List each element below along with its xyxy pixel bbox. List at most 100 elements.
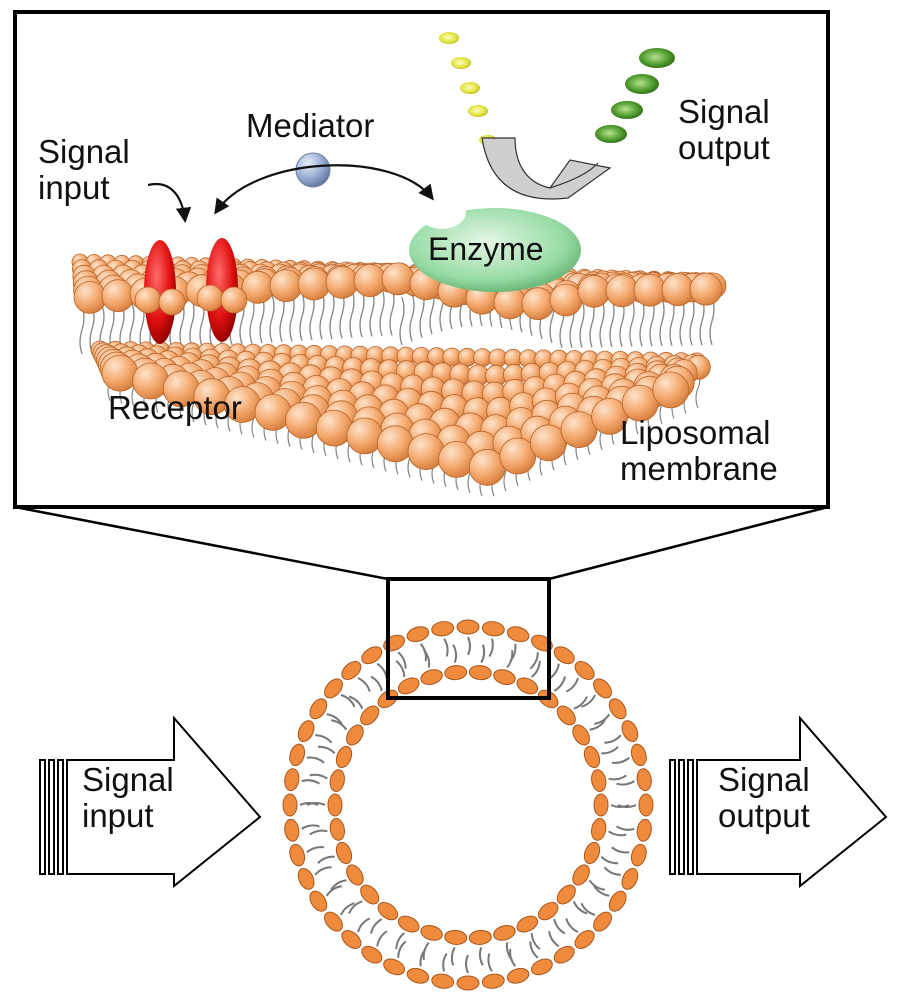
- ring-lipid-head: [406, 626, 430, 643]
- output-block-arrow-icon: [669, 715, 888, 889]
- ring-lipid-tail: [299, 802, 319, 806]
- product-molecules: [595, 48, 675, 143]
- ring-lipid-tail: [593, 885, 610, 897]
- ring-lipid-head: [282, 793, 298, 817]
- ring-lipid-tail: [611, 846, 630, 854]
- lipid-tail: [79, 305, 85, 355]
- ring-lipid-tail: [326, 713, 343, 725]
- ring-lipid-tail: [330, 719, 348, 731]
- ring-lipid-head: [468, 665, 492, 681]
- lipid-tail: [329, 290, 335, 340]
- ring-lipid-head: [297, 720, 315, 743]
- lipid-head: [605, 274, 639, 308]
- lipid-head: [297, 267, 331, 301]
- lipid-head: [285, 401, 323, 439]
- signal-input-bottom-label: Signal input: [82, 761, 174, 834]
- ring-lipid-tail: [317, 855, 335, 864]
- ring-lipid-tail: [330, 879, 347, 891]
- ring-lipid-head: [360, 705, 380, 726]
- lipid-head: [353, 264, 387, 298]
- ring-lipid-tail: [505, 942, 513, 961]
- ring-lipid-head: [383, 634, 406, 652]
- ring-lipid-head: [593, 911, 612, 932]
- ring-lipid-head: [346, 864, 364, 886]
- lipid-tail: [609, 298, 615, 348]
- ring-lipid-tail: [616, 780, 635, 786]
- ring-lipid-tail: [340, 902, 355, 916]
- ring-lipid-head: [481, 973, 505, 989]
- lipid-head: [196, 284, 224, 312]
- ring-lipid-tail: [467, 636, 471, 656]
- ring-lipid-tail: [565, 918, 579, 933]
- ring-lipid-head: [630, 743, 647, 767]
- ring-lipid-head: [324, 911, 343, 932]
- ring-lipid-tail: [306, 846, 325, 854]
- signal-output-top-label: Signal output: [678, 93, 770, 166]
- ring-lipid-tail: [376, 930, 388, 947]
- ring-lipid-head: [572, 864, 590, 886]
- lipid-head: [577, 274, 611, 308]
- ring-lipid-head: [335, 745, 353, 769]
- ring-lipid-head: [431, 973, 455, 989]
- ring-lipid-head: [636, 818, 652, 842]
- ring-lipid-head: [516, 677, 539, 695]
- ring-lipid-tail: [572, 900, 588, 915]
- ring-lipid-tail: [317, 745, 336, 755]
- ring-lipid-tail: [397, 940, 407, 958]
- lipid-head: [661, 273, 695, 307]
- ring-lipid-tail: [581, 694, 596, 708]
- zoom-line-left: [14, 505, 389, 581]
- product-molecule: [611, 101, 643, 119]
- ring-lipid-head: [361, 646, 383, 665]
- ring-lipid-tail: [301, 779, 321, 785]
- product-molecule: [639, 48, 675, 68]
- liposomal-membrane-label: Liposomal membrane: [620, 414, 778, 487]
- ring-lipid-head: [297, 867, 315, 890]
- ring-lipid-tail: [395, 932, 405, 950]
- lipid-tail: [579, 299, 585, 348]
- ring-lipid-tail: [531, 660, 541, 678]
- lipid-head: [689, 272, 723, 306]
- ring-lipid-tail: [395, 660, 406, 678]
- ring-lipid-head: [608, 698, 627, 720]
- ring-lipid-head: [537, 901, 559, 921]
- product-molecule: [625, 74, 659, 94]
- lipid-tail: [409, 293, 415, 342]
- lipid-head: [73, 280, 107, 314]
- ring-lipid-head: [284, 818, 300, 842]
- ring-lipid-tail: [306, 802, 326, 806]
- ring-lipid-tail: [309, 829, 328, 836]
- ring-lipid-tail: [529, 652, 539, 670]
- ring-lipid-head: [593, 678, 612, 699]
- bilayer-heads-lower: [90, 340, 711, 486]
- ring-lipid-head: [608, 890, 627, 912]
- substrate-molecule: [439, 32, 459, 44]
- ring-lipid-tail: [530, 932, 541, 950]
- ring-lipid-tail: [397, 651, 407, 669]
- ring-lipid-head: [309, 698, 328, 720]
- ring-lipid-tail: [340, 694, 356, 708]
- ring-lipid-head: [335, 841, 353, 865]
- lipid-tail: [359, 288, 365, 338]
- lipid-tail: [289, 293, 295, 342]
- ring-lipid-head: [572, 724, 590, 746]
- lipid-head: [101, 279, 135, 313]
- substrate-molecule: [451, 57, 471, 69]
- ring-lipid-head: [468, 929, 492, 945]
- ring-lipid-head: [377, 901, 399, 921]
- ring-lipid-tail: [589, 719, 606, 731]
- ring-lipid-head: [574, 930, 595, 949]
- ring-lipid-head: [324, 678, 343, 699]
- lipid-head: [254, 393, 292, 431]
- liposome-ring: [282, 619, 654, 991]
- ring-lipid-head: [284, 768, 300, 792]
- lipid-tail: [709, 296, 715, 346]
- ring-lipid-head: [420, 669, 443, 685]
- ring-lipid-head: [621, 867, 639, 890]
- ring-lipid-tail: [565, 677, 579, 693]
- lipid-tail: [299, 292, 305, 341]
- lipid-tail: [689, 297, 695, 346]
- lipid-head: [158, 288, 186, 316]
- lipid-head: [376, 425, 414, 463]
